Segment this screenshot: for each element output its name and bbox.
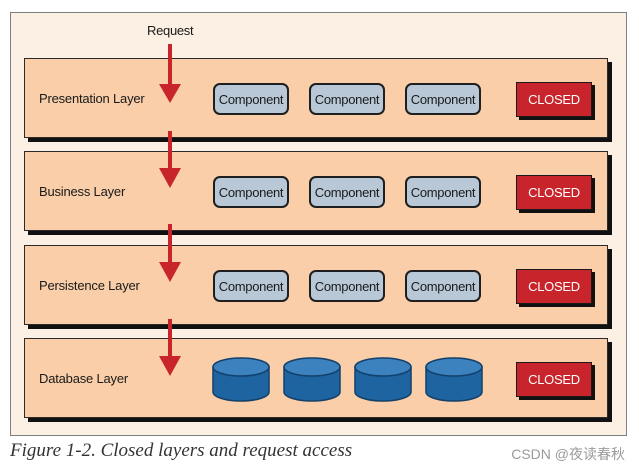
layer-label: Business Layer <box>39 183 126 199</box>
component-box: Component <box>405 176 481 208</box>
watermark: CSDN @夜读春秋 <box>511 446 625 462</box>
request-arrow-1 <box>159 44 181 103</box>
closed-badge: CLOSED <box>516 82 592 117</box>
request-arrow-4 <box>159 319 181 376</box>
persistence-layer: Persistence Layer Component Component Co… <box>24 245 608 325</box>
request-arrow-2 <box>159 131 181 188</box>
component-box: Component <box>213 83 289 115</box>
request-arrow-3 <box>159 224 181 282</box>
component-box: Component <box>309 270 385 302</box>
business-layer: Business Layer Component Component Compo… <box>24 151 608 231</box>
database-cylinder-icon <box>212 357 270 402</box>
database-cylinder-icon <box>283 357 341 402</box>
closed-badge: CLOSED <box>516 269 592 304</box>
component-box: Component <box>309 83 385 115</box>
request-label: Request <box>147 23 194 38</box>
component-box: Component <box>405 270 481 302</box>
request-arrows <box>159 44 181 376</box>
figure-caption: Figure 1-2. Closed layers and request ac… <box>10 440 353 461</box>
database-cylinder-icon <box>354 357 412 402</box>
component-box: Component <box>213 176 289 208</box>
component-box: Component <box>309 176 385 208</box>
closed-badge: CLOSED <box>516 362 592 397</box>
closed-badge: CLOSED <box>516 175 592 210</box>
presentation-layer: Presentation Layer Component Component C… <box>24 58 608 138</box>
layer-label: Persistence Layer <box>39 277 140 293</box>
database-cylinder-icon <box>425 357 483 402</box>
layer-label: Presentation Layer <box>39 90 145 106</box>
component-box: Component <box>213 270 289 302</box>
component-box: Component <box>405 83 481 115</box>
database-cylinders <box>212 357 483 402</box>
layer-label: Database Layer <box>39 370 128 386</box>
